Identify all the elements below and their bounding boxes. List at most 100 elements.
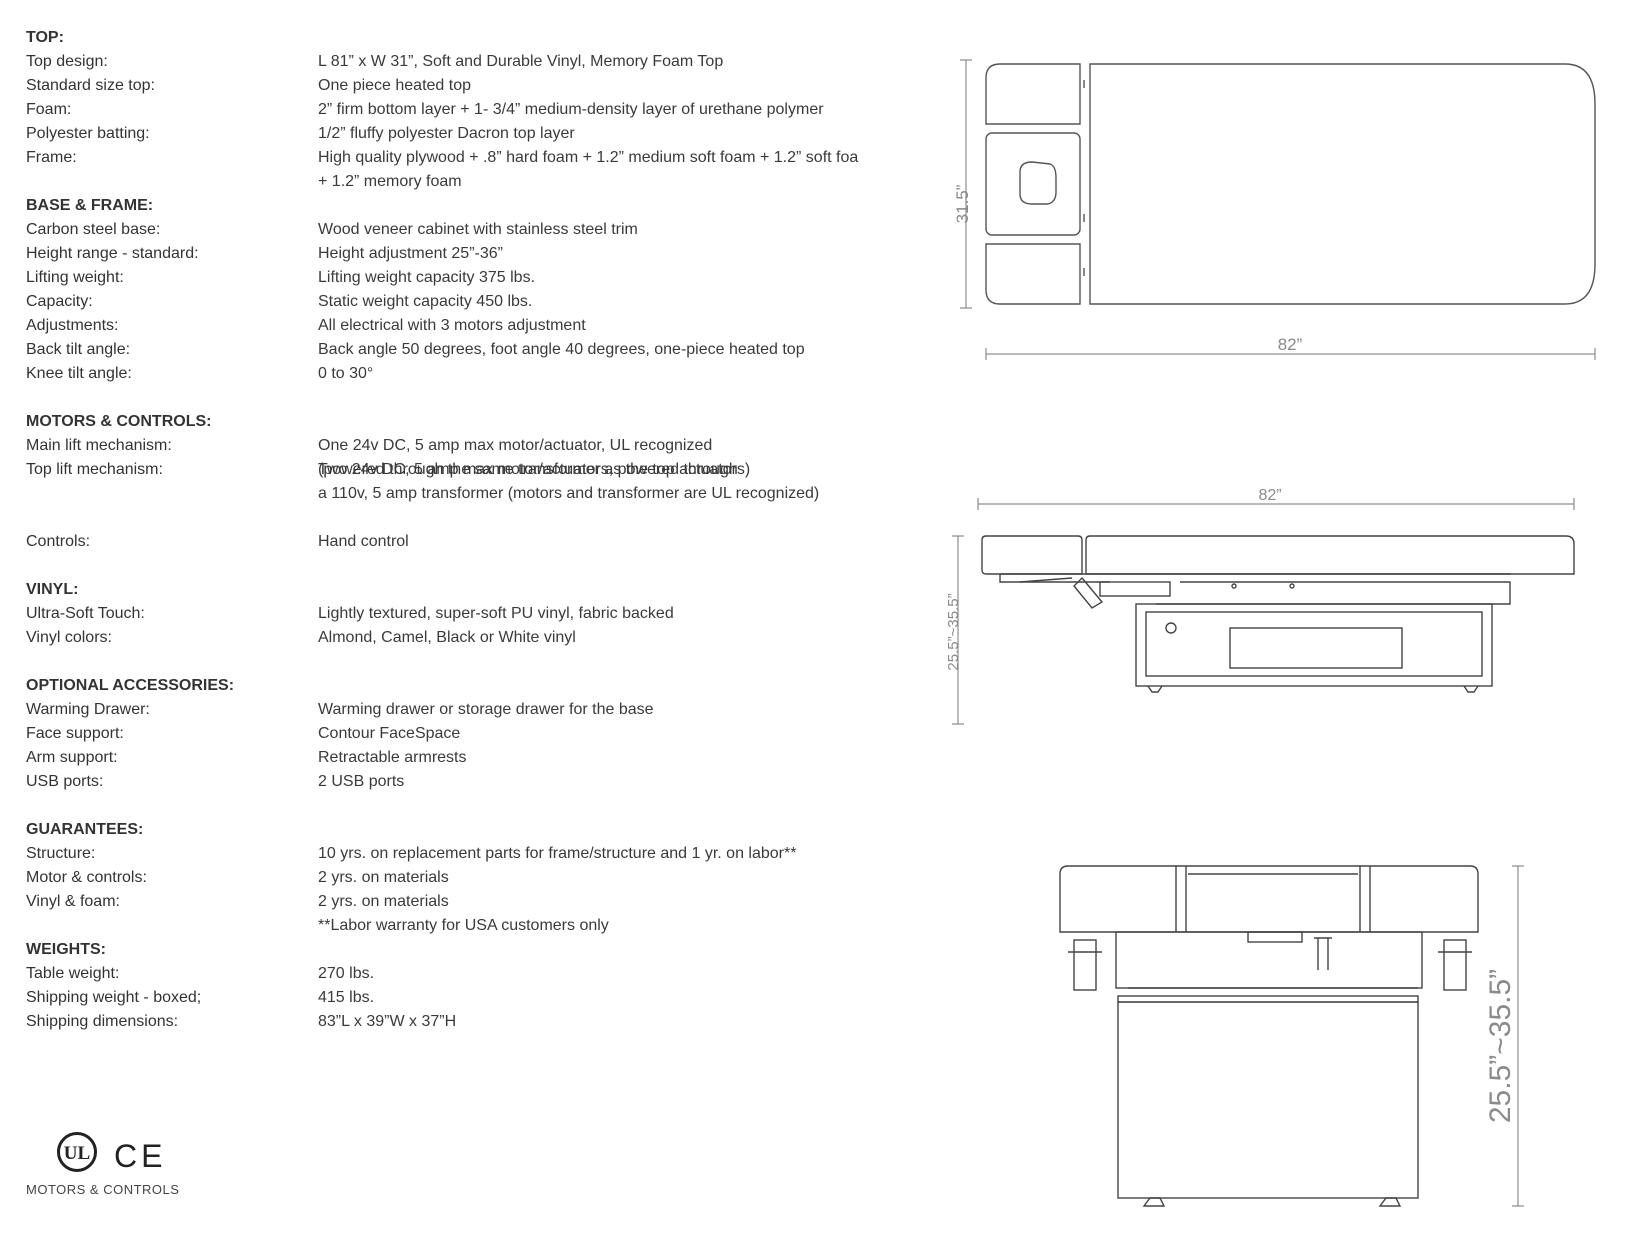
spec-value: 2 yrs. on materials — [318, 869, 449, 886]
spec-row: Frame: High quality plywood + .8” hard f… — [26, 146, 906, 194]
top-view-drawing: 31.5” 82” — [953, 59, 1596, 360]
spec-label: Adjustments: — [26, 317, 119, 334]
section-title: MOTORS & CONTROLS: — [26, 413, 212, 430]
headrest-top-segment — [985, 63, 1081, 125]
spec-value: 2 USB ports — [318, 773, 405, 790]
spec-row: Foam: 2” firm bottom layer + 1- 3/4” med… — [26, 98, 906, 122]
spec-row: Polyester batting: 1/2” fluffy polyester… — [26, 122, 906, 146]
spec-row: Top design: L 81” x W 31”, Soft and Dura… — [26, 50, 906, 74]
end-view-drawing: 25.5”~35.5” — [1059, 865, 1524, 1207]
spec-value: Contour FaceSpace — [318, 725, 461, 742]
certification-block: UL CE MOTORS & CONTROLS — [26, 1128, 179, 1197]
spec-value: 1/2” fluffy polyester Dacron top layer — [318, 125, 575, 142]
spec-value: Almond, Camel, Black or White vinyl — [318, 629, 576, 646]
spec-value: Warming drawer or storage drawer for the… — [318, 701, 654, 718]
ce-mark-icon: CE — [114, 1137, 167, 1174]
spec-label: USB ports: — [26, 773, 104, 790]
spec-label: Shipping weight - boxed; — [26, 989, 202, 1006]
spec-label: Main lift mechanism: — [26, 437, 172, 454]
spec-row: Lifting weight: Lifting weight capacity … — [26, 266, 906, 290]
spec-list: TOP: Top design: L 81” x W 31”, Soft and… — [26, 26, 906, 1034]
spec-label: Frame: — [26, 149, 77, 166]
end-frame — [1115, 931, 1423, 989]
section-title: GUARANTEES: — [26, 821, 144, 838]
spec-value: 2 yrs. on materials **Labor warranty for… — [318, 893, 609, 934]
table-main-top — [1089, 63, 1596, 305]
spec-label: Ultra-Soft Touch: — [26, 605, 145, 622]
spec-label: Warming Drawer: — [26, 701, 150, 718]
spec-label: Lifting weight: — [26, 269, 124, 286]
side-head-section — [981, 535, 1083, 575]
spec-row: Shipping weight - boxed; 415 lbs. — [26, 986, 906, 1010]
side-view-width-label: 82” — [1258, 487, 1281, 504]
spec-row: Structure: 10 yrs. on replacement parts … — [26, 842, 906, 866]
section-title: WEIGHTS: — [26, 941, 106, 958]
cert-caption: MOTORS & CONTROLS — [26, 1182, 180, 1197]
spec-label: Table weight: — [26, 965, 120, 982]
section-guarantees: GUARANTEES: Structure: 10 yrs. on replac… — [26, 818, 906, 938]
spec-value: L 81” x W 31”, Soft and Durable Vinyl, M… — [318, 53, 724, 70]
side-view-height-label: 25.5”~35.5” — [945, 593, 962, 670]
spec-row: Main lift mechanism: One 24v DC, 5 amp m… — [26, 434, 906, 482]
spec-value: One piece heated top — [318, 77, 472, 94]
section-title: VINYL: — [26, 581, 79, 598]
spec-value: Wood veneer cabinet with stainless steel… — [318, 221, 638, 238]
side-hinge-actuator — [1073, 576, 1104, 609]
section-vinyl: VINYL: Ultra-Soft Touch: Lightly texture… — [26, 578, 906, 650]
spec-label: Vinyl colors: — [26, 629, 112, 646]
spec-value: 0 to 30° — [318, 365, 374, 382]
section-weights: WEIGHTS: Table weight: 270 lbs. Shipping… — [26, 938, 906, 1034]
ul-mark-text: UL — [64, 1143, 90, 1164]
spec-row: Vinyl colors: Almond, Camel, Black or Wh… — [26, 626, 906, 650]
side-body-section — [1085, 535, 1575, 575]
spec-value: 2” firm bottom layer + 1- 3/4” medium-de… — [318, 101, 824, 118]
spec-label: Foam: — [26, 101, 72, 118]
spec-label: Top lift mechanism: — [26, 461, 163, 478]
spec-label: Motor & controls: — [26, 869, 147, 886]
spec-label: Shipping dimensions: — [26, 1013, 179, 1030]
end-left-bracket — [1073, 939, 1097, 991]
top-view-width-label: 82” — [1278, 335, 1303, 354]
spec-row: Face support: Contour FaceSpace — [26, 722, 906, 746]
spec-value: Back angle 50 degrees, foot angle 40 deg… — [318, 341, 805, 358]
end-view-height-label: 25.5”~35.5” — [1484, 969, 1517, 1123]
section-motors-controls: MOTORS & CONTROLS: Main lift mechanism: … — [26, 410, 906, 554]
section-optional-accessories: OPTIONAL ACCESSORIES: Warming Drawer: Wa… — [26, 674, 906, 794]
spec-row: Standard size top: One piece heated top — [26, 74, 906, 98]
spec-label: Knee tilt angle: — [26, 365, 132, 382]
spec-label: Back tilt angle: — [26, 341, 131, 358]
section-title: TOP: — [26, 29, 64, 46]
spec-row: Table weight: 270 lbs. — [26, 962, 906, 986]
cert-logos: UL CE — [56, 1128, 179, 1176]
spec-label: Structure: — [26, 845, 96, 862]
spec-label: Standard size top: — [26, 77, 155, 94]
spec-value: 83”L x 39”W x 37”H — [318, 1013, 457, 1030]
spec-row: Arm support: Retractable armrests — [26, 746, 906, 770]
spec-label: Top design: — [26, 53, 108, 70]
spec-value: Lightly textured, super-soft PU vinyl, f… — [318, 605, 674, 622]
spec-value: All electrical with 3 motors adjustment — [318, 317, 586, 334]
spec-row: Controls: Hand control — [26, 530, 906, 554]
spec-value: Height adjustment 25”-36” — [318, 245, 503, 262]
spec-value: One 24v DC, 5 amp max motor/actuator, UL… — [318, 437, 751, 478]
spec-label: Polyester batting: — [26, 125, 150, 142]
end-top-cushion — [1059, 865, 1479, 933]
spec-row: Ultra-Soft Touch: Lightly textured, supe… — [26, 602, 906, 626]
spec-value: 270 lbs. — [318, 965, 375, 982]
spec-label: Capacity: — [26, 293, 93, 310]
spec-row: Top lift mechanism: Two 24v DC, 5 amp ma… — [26, 458, 906, 506]
section-title: OPTIONAL ACCESSORIES: — [26, 677, 235, 694]
spec-row: Shipping dimensions: 83”L x 39”W x 37”H — [26, 1010, 906, 1034]
end-base-cabinet — [1117, 1001, 1419, 1199]
spec-label: Face support: — [26, 725, 124, 742]
end-right-bracket — [1443, 939, 1467, 991]
side-base-cabinet — [1135, 603, 1493, 687]
spec-row: Warming Drawer: Warming drawer or storag… — [26, 698, 906, 722]
spec-value: Lifting weight capacity 375 lbs. — [318, 269, 536, 286]
spec-value: Static weight capacity 450 lbs. — [318, 293, 533, 310]
spec-label: Height range - standard: — [26, 245, 199, 262]
spec-row: Back tilt angle: Back angle 50 degrees, … — [26, 338, 906, 362]
face-cradle-opening — [1019, 161, 1057, 205]
spec-row: Adjustments: All electrical with 3 motor… — [26, 314, 906, 338]
spec-row: Height range - standard: Height adjustme… — [26, 242, 906, 266]
